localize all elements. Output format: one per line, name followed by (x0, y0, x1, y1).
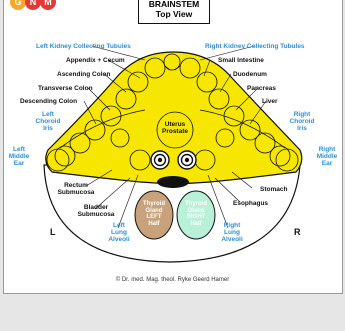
gnm-logo: G N M (10, 0, 58, 14)
eye-circles (150, 150, 197, 170)
label-rectum-text: Rectum Submucosa (57, 182, 95, 196)
label-pancreas: Pancreas (247, 85, 276, 92)
title-line-1: BRAINSTEM (148, 0, 200, 9)
label-bladder: Bladder Submucosa (74, 204, 118, 218)
label-uterus-text: Uterus Prostate (161, 121, 188, 135)
label-left-choroid: Left Choroid Iris (28, 111, 68, 132)
label-left-lung: Left Lung Alveoli (104, 222, 134, 243)
label-thyroid-right-text: Thyroid Gland RIGHT Half (185, 201, 207, 227)
label-transverse-colon: Transverse Colon (38, 85, 93, 92)
logo-letter-m: M (40, 0, 56, 10)
label-rectum: Rectum Submucosa (56, 182, 96, 196)
logo-letter-n: N (25, 0, 41, 10)
label-right-middle-ear: Right Middle Ear (313, 146, 341, 167)
label-stomach: Stomach (260, 186, 288, 193)
label-left-middle-ear-text: Left Middle Ear (8, 146, 30, 167)
copyright-footer: © Dr. med. Mag. theol. Ryke Geerd Hamer (115, 277, 230, 283)
title-box: BRAINSTEM Top View (138, 0, 210, 24)
thyroid-right-shape (176, 190, 216, 240)
thyroid-left-shape (134, 190, 174, 240)
label-right-kidney: Right Kidney Collecting Tubules (205, 43, 305, 50)
label-appendix: Appendix + Cecum (66, 57, 125, 64)
label-left-lung-text: Left Lung Alveoli (108, 222, 130, 243)
label-esophagus: Esophagus (233, 200, 269, 207)
label-thyroid-right: Thyroid Gland RIGHT Half (178, 201, 214, 227)
label-ascending-colon: Ascending Colon (57, 71, 111, 78)
label-right-choroid-text: Right Choroid Iris (289, 111, 315, 132)
label-descending-colon: Descending Colon (20, 98, 78, 105)
label-left-middle-ear: Left Middle Ear (6, 146, 32, 167)
label-left-choroid-text: Left Choroid Iris (35, 111, 61, 132)
label-right-lung: Right Lung Alveoli (216, 222, 248, 243)
label-right-lung-text: Right Lung Alveoli (221, 222, 243, 243)
label-right-middle-ear-text: Right Middle Ear (316, 146, 338, 167)
organ-circles (46, 53, 299, 172)
side-left-label: L (50, 227, 56, 237)
title-line-2: Top View (155, 9, 193, 19)
label-thyroid-left-text: Thyroid Gland LEFT Half (143, 201, 165, 227)
label-right-choroid: Right Choroid Iris (282, 111, 322, 132)
label-left-kidney: Left Kidney Collecting Tubules (36, 43, 131, 50)
label-small-intestine: Small Intestine (218, 57, 264, 64)
label-uterus: Uterus Prostate (153, 121, 197, 135)
label-liver: Liver (262, 98, 278, 105)
label-bladder-text: Bladder Submucosa (77, 204, 115, 218)
label-thyroid-left: Thyroid Gland LEFT Half (136, 201, 172, 227)
side-right-label: R (294, 227, 301, 237)
aqueduct (157, 176, 189, 188)
logo-letter-g: G (10, 0, 26, 10)
label-duodenum: Duodenum (233, 71, 267, 78)
